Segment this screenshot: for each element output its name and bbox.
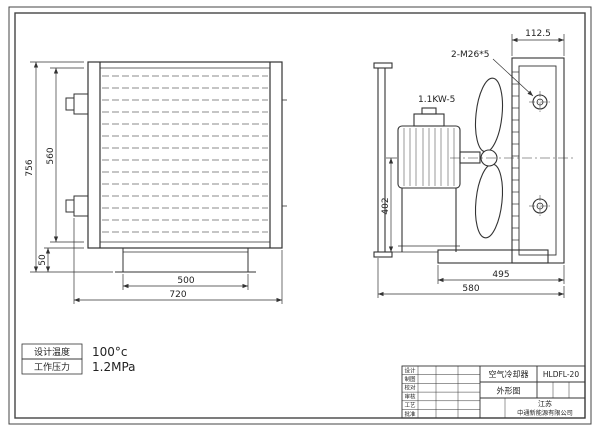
flange-column [511,57,565,264]
side-view-dimensions [377,34,565,298]
design-temp-label: 设计温度 [34,346,70,358]
bolt-ticks [512,71,519,251]
fan [474,77,504,239]
company-name: 中通新能源有限公司 [517,409,573,417]
bolt-leader-line [492,58,534,97]
dim-overall-width: 720 [169,290,186,300]
dim-side-overall-width: 580 [462,284,479,294]
dim-core-height: 560 [46,147,56,164]
bolt-spec-label: 2-M26*5 [451,50,489,60]
coil-base [115,248,256,273]
title-block [401,365,586,419]
dim-overall-height: 756 [25,159,35,176]
product-name: 空气冷却器 [489,369,529,379]
motor-power-label: 1.1KW-5 [418,95,455,105]
front-view [65,61,287,273]
spec-notes: 设计温度 工作压力 100°c 1.2MPa [21,343,136,375]
motor-shaft [459,151,481,164]
coil-shell [87,61,283,249]
drawing-type: 外形图 [497,386,521,396]
dim-flange-depth: 112.5 [525,29,551,39]
model-number: HLDFL-20 [543,370,579,379]
title-row-check: 校对 [404,384,416,392]
title-block-grid [402,366,570,418]
company-region: 江苏 [538,399,552,408]
title-row-design: 设计 [404,366,416,374]
unit-base [437,249,549,264]
bolt-hole-top [529,91,551,113]
title-row-process: 工艺 [404,402,416,409]
rear-wall [373,62,393,258]
bolt-hole-bottom [529,195,551,217]
sheet-border [8,6,592,425]
work-pressure-label: 工作压力 [34,361,70,373]
tube-rows [102,75,268,233]
mount-brackets [65,93,287,217]
front-view-dimensions [30,61,283,304]
dim-center-height: 402 [381,197,391,214]
title-row-review: 审核 [404,392,416,400]
motor-fins [403,128,455,186]
design-temp-value: 100°c [92,345,128,359]
title-row-draft: 制图 [404,375,416,383]
work-pressure-value: 1.2MPa [92,360,136,374]
side-view [373,57,576,264]
dim-base-width: 500 [177,276,194,286]
dim-base-height: 50 [38,254,48,266]
motor [385,107,481,253]
title-row-approve: 批准 [404,410,416,418]
dim-side-base-width: 495 [492,270,509,280]
